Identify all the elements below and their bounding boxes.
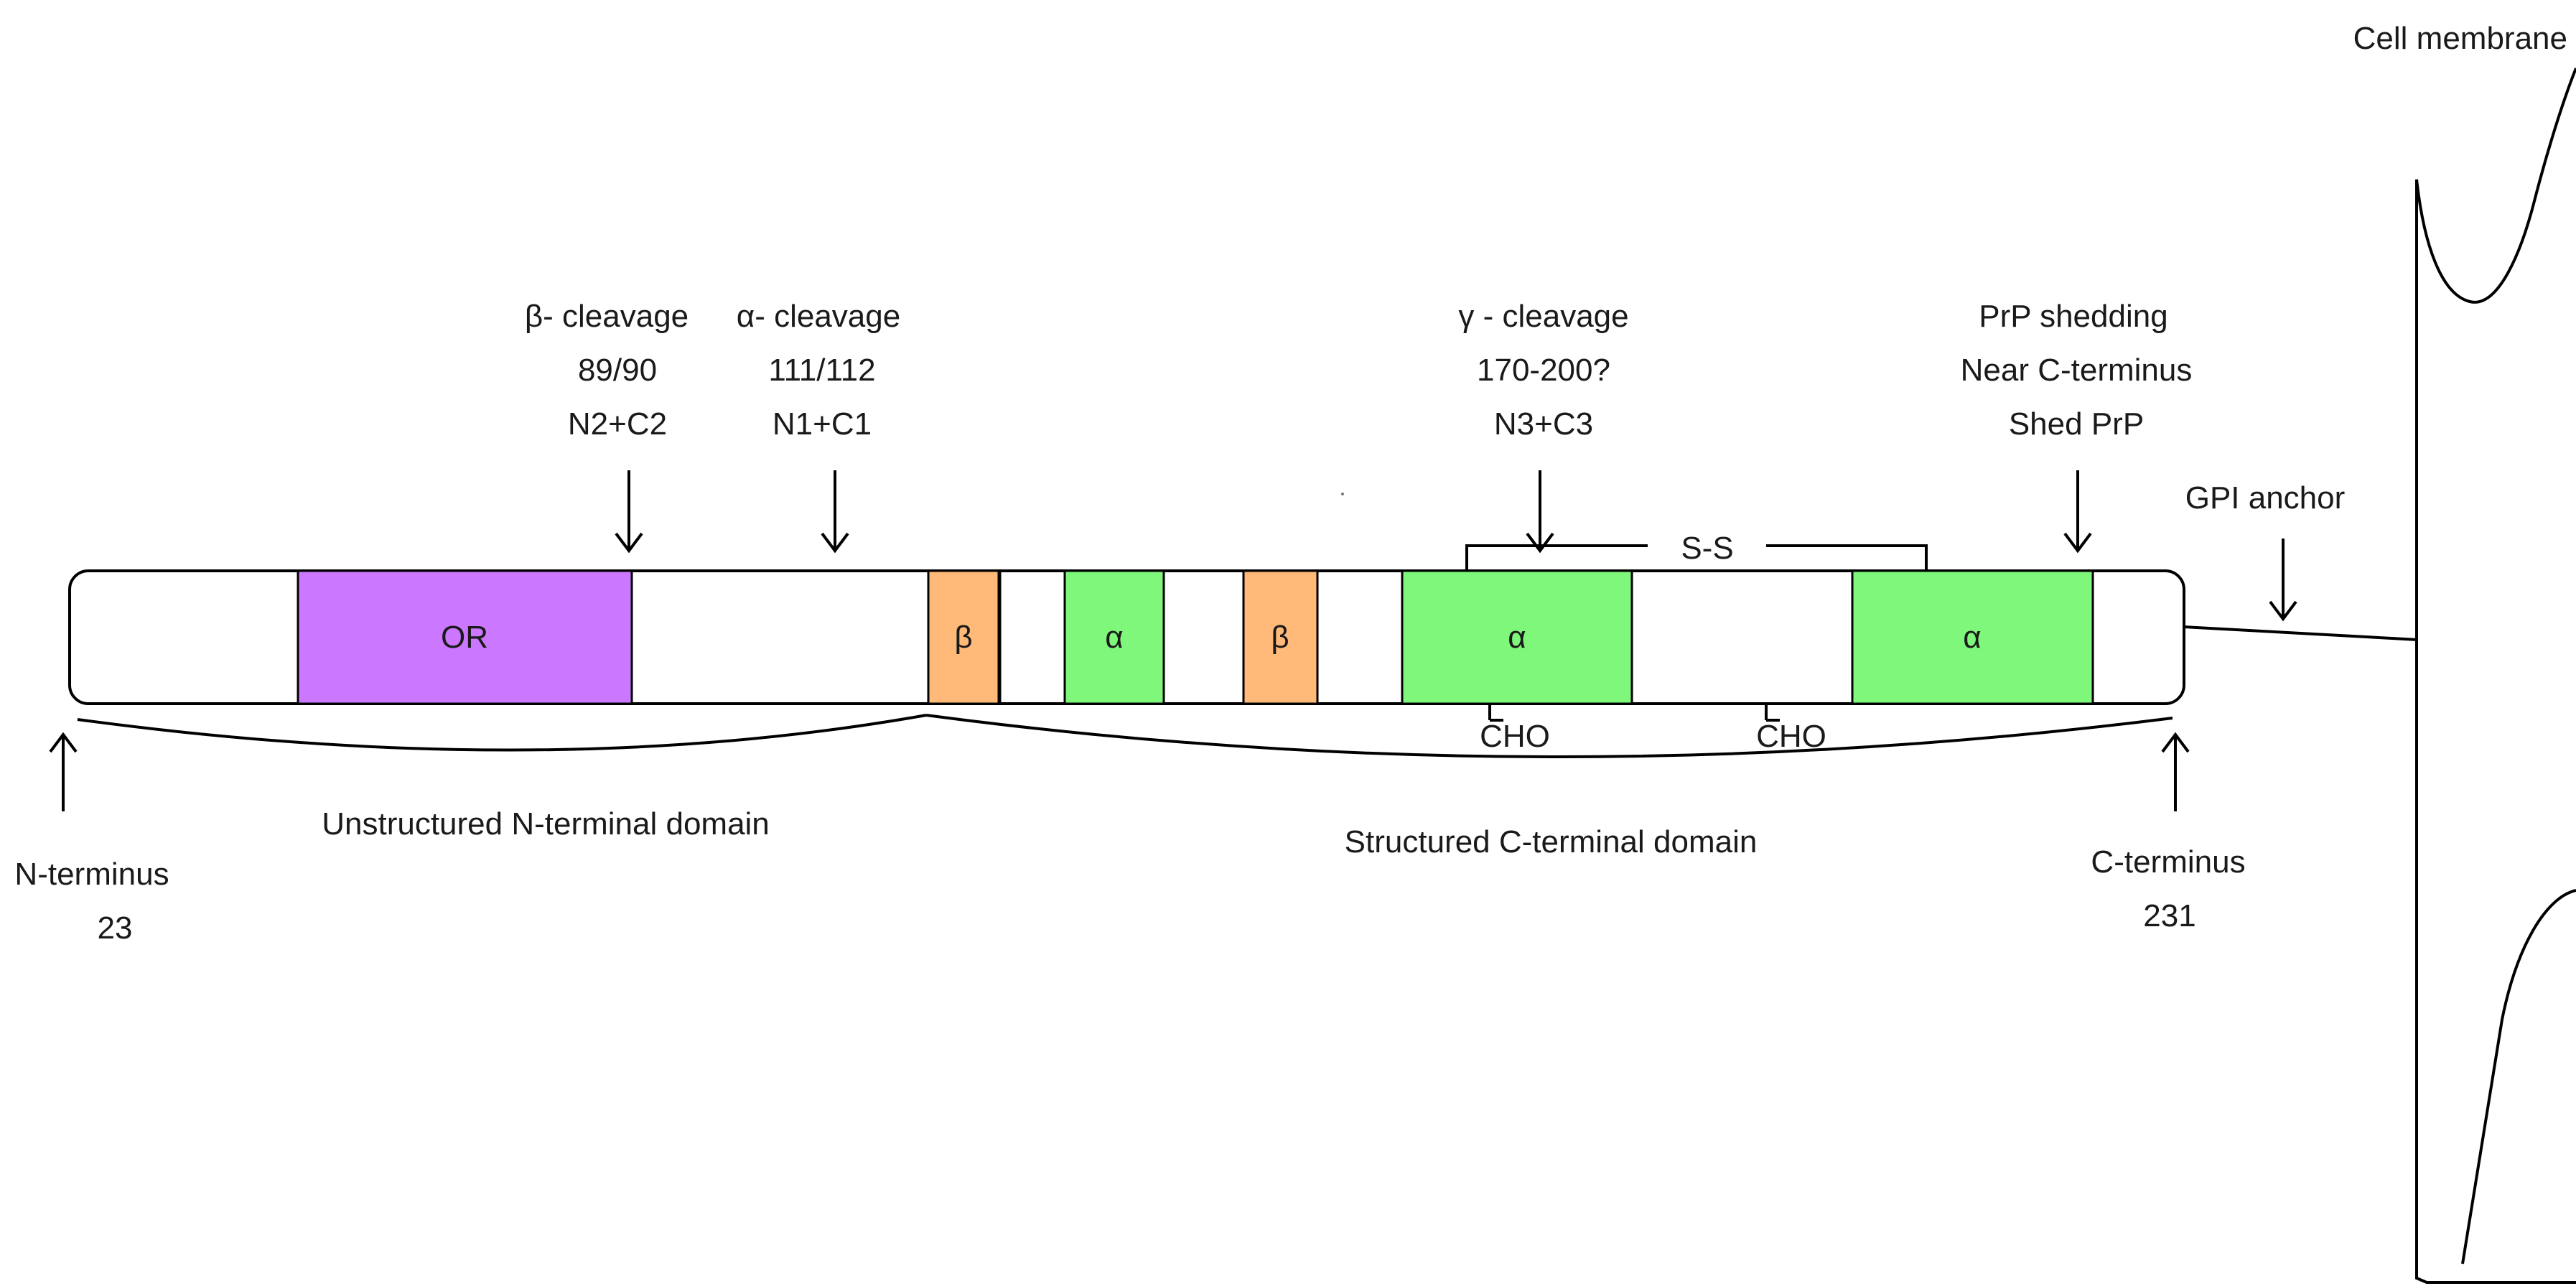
- glycosylation-site-2: CHO: [1756, 704, 1826, 754]
- n-terminus-arrow: [49, 732, 78, 811]
- beta-cleavage-fragments: N2+C2: [568, 406, 667, 442]
- gamma-cleavage: γ - cleavage 170-200? N3+C3: [1458, 299, 1629, 554]
- gpi-anchor-arrow: [2269, 539, 2297, 622]
- n-terminus-label: N-terminus: [14, 857, 169, 892]
- segment-alpha-2: α: [1401, 569, 1633, 705]
- alpha-cleavage-fragments: N1+C1: [773, 406, 872, 442]
- disulfide-bond: S-S: [1465, 531, 1928, 571]
- gamma-cleavage-site: 170-200?: [1477, 353, 1610, 388]
- alpha-cleavage-arrow: [821, 470, 849, 554]
- c-terminus-arrow: [2161, 732, 2190, 811]
- disulfide-label: S-S: [1681, 531, 1733, 566]
- cho-label-1: CHO: [1480, 719, 1550, 754]
- gamma-cleavage-title: γ - cleavage: [1458, 299, 1628, 334]
- stray-dot: [1341, 493, 1344, 495]
- c-domain-label: Structured C-terminal domain: [1345, 824, 1758, 859]
- beta-cleavage: β- cleavage 89/90 N2+C2: [525, 299, 689, 554]
- gpi-anchor-label: GPI anchor: [2185, 480, 2346, 516]
- cho-label-2: CHO: [1756, 719, 1826, 754]
- prp-shedding-site: Near C-terminus: [1961, 353, 2193, 388]
- gamma-cleavage-arrow: [1526, 470, 1554, 554]
- segment-beta-1-box: [927, 569, 1000, 705]
- segment-alpha-3-box: [1851, 569, 2094, 705]
- segment-beta-2-label: β: [1271, 620, 1289, 655]
- segment-beta-2-box: [1242, 569, 1319, 705]
- n-terminus-residue: 23: [98, 910, 133, 946]
- membrane-lower-curve: [2461, 889, 2576, 1264]
- c-terminus-label: C-terminus: [2091, 844, 2245, 880]
- segment-beta-1: β: [927, 569, 1000, 705]
- segment-alpha-3-label: α: [1963, 620, 1981, 655]
- gpi-anchor-line: [2183, 625, 2419, 641]
- alpha-cleavage-title: α- cleavage: [737, 299, 900, 334]
- alpha-cleavage: α- cleavage 111/112 N1+C1: [737, 299, 900, 554]
- prp-shedding: PrP shedding Near C-terminus Shed PrP: [1961, 299, 2193, 554]
- segment-or-box: [297, 569, 633, 705]
- segment-beta-1-label: β: [954, 620, 972, 655]
- glycosylation-site-1: CHO: [1480, 704, 1550, 754]
- segment-alpha-1-box: [1063, 569, 1165, 705]
- c-terminus-residue: 231: [2143, 898, 2195, 933]
- cell-membrane: Cell membrane: [2353, 21, 2576, 1284]
- membrane-upper-curve: [2415, 67, 2576, 1284]
- alpha-cleavage-site: 111/112: [768, 353, 875, 388]
- segment-or: OR: [297, 569, 633, 705]
- beta-cleavage-title: β- cleavage: [525, 299, 689, 334]
- beta-cleavage-site: 89/90: [578, 353, 657, 388]
- segment-alpha-1-label: α: [1105, 620, 1123, 655]
- n-domain-brace: [77, 714, 927, 752]
- prp-shedding-title: PrP shedding: [1979, 299, 2167, 334]
- segment-beta-2: β: [1242, 569, 1319, 705]
- cell-membrane-label: Cell membrane: [2353, 21, 2567, 56]
- beta-cleavage-arrow: [615, 470, 643, 554]
- segment-alpha-3: α: [1851, 569, 2094, 705]
- segment-or-label: OR: [441, 620, 488, 655]
- segment-alpha-2-label: α: [1508, 620, 1526, 655]
- c-domain-brace: [925, 714, 2173, 758]
- prp-shedding-arrow: [2063, 470, 2092, 554]
- gamma-cleavage-fragments: N3+C3: [1494, 406, 1593, 442]
- n-domain-label: Unstructured N-terminal domain: [322, 806, 770, 842]
- prp-shedding-fragments: Shed PrP: [2009, 406, 2144, 442]
- segment-alpha-2-box: [1401, 569, 1633, 705]
- segment-alpha-1: α: [1063, 569, 1165, 705]
